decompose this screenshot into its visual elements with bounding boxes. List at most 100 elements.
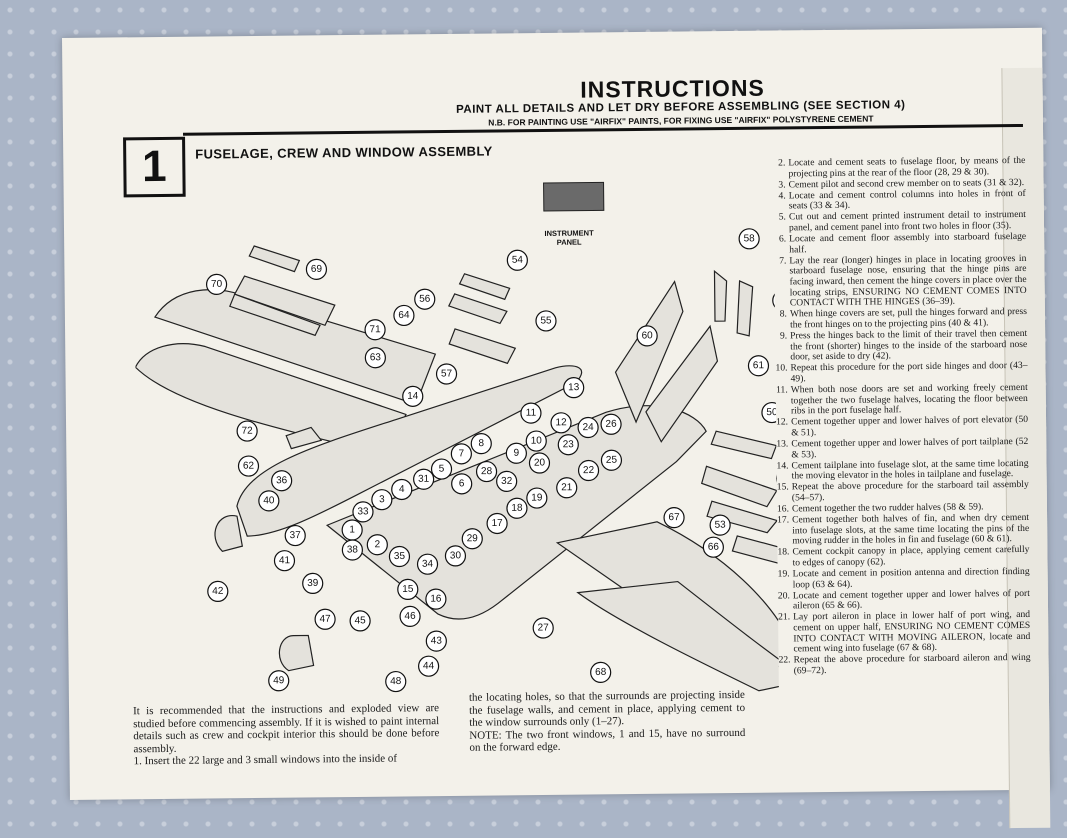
callout-number: 43 <box>431 636 443 647</box>
callout-29: 29 <box>461 528 483 550</box>
callout-circle <box>271 470 293 492</box>
callout-42: 42 <box>207 580 229 602</box>
callout-number: 50 <box>766 407 778 418</box>
step-number: 2. <box>778 157 786 169</box>
callout-2: 2 <box>366 534 388 556</box>
callout-5: 5 <box>430 458 453 480</box>
callout-number: 61 <box>753 360 765 371</box>
callout-number: 7 <box>459 448 465 459</box>
step-item: 9.Press the hinges back to the limit of … <box>765 328 1027 364</box>
callout-circle <box>600 449 623 471</box>
callout-48: 48 <box>385 670 407 693</box>
callout-60: 60 <box>636 325 658 347</box>
port-aileron-2 <box>229 293 321 337</box>
callout-14: 14 <box>402 385 424 407</box>
callout-46: 46 <box>399 605 421 627</box>
callout-35: 35 <box>388 545 411 568</box>
callout-27: 27 <box>532 617 554 639</box>
callout-22: 22 <box>577 459 600 482</box>
step-item: 11.When both nose doors are set and work… <box>766 382 1028 418</box>
callout-number: 26 <box>605 419 617 430</box>
callout-number: 18 <box>511 503 523 514</box>
callout-circle <box>302 572 324 595</box>
callout-number: 5 <box>439 464 445 475</box>
elevator-port-top <box>248 245 301 273</box>
rudder-port <box>713 269 728 322</box>
callout-number: 36 <box>276 475 288 486</box>
callout-circle <box>470 433 492 455</box>
callout-68: 68 <box>590 661 612 683</box>
callout-number: 54 <box>512 255 524 266</box>
callout-circle <box>205 273 228 295</box>
callout-number: 11 <box>526 408 537 419</box>
callout-circle <box>505 442 527 464</box>
step-text: Cement together upper and lower halves o… <box>791 435 1029 460</box>
callout-26: 26 <box>600 413 622 435</box>
callout-circle <box>776 467 779 490</box>
callout-number: 53 <box>715 520 727 531</box>
callout-number: 66 <box>708 542 720 553</box>
callout-10: 10 <box>525 430 547 452</box>
step-text: Cement together both halves of fin, and … <box>792 511 1030 547</box>
callout-circle <box>496 470 518 492</box>
callout-28: 28 <box>475 460 498 483</box>
step-text: Lay port aileron in place in lower half … <box>793 609 1031 655</box>
callout-61: 61 <box>747 355 770 377</box>
callout-circle <box>413 468 435 490</box>
callout-circle <box>371 489 393 511</box>
callout-circle <box>557 434 579 456</box>
callout-number: 44 <box>423 661 435 672</box>
callout-number: 20 <box>534 457 546 468</box>
callout-number: 29 <box>467 533 479 544</box>
callout-circle <box>391 478 413 501</box>
callout-number: 56 <box>419 294 431 305</box>
callout-number: 57 <box>441 368 453 379</box>
step-text: Locate and cement floor assembly into st… <box>789 231 1027 256</box>
callout-3: 3 <box>371 489 393 511</box>
callout-72: 72 <box>236 420 258 442</box>
tailplane-port-top-2 <box>447 293 508 325</box>
callout-13: 13 <box>563 377 585 399</box>
callout-45: 45 <box>349 610 371 632</box>
callout-number: 31 <box>418 474 430 485</box>
starboard-wing-lower <box>576 580 779 692</box>
callout-34: 34 <box>416 553 439 575</box>
callout-number: 49 <box>273 675 285 686</box>
callout-circle <box>550 412 572 434</box>
callout-49: 49 <box>268 670 290 692</box>
step-item: 15.Repeat the above procedure for the st… <box>767 479 1029 504</box>
callout-11: 11 <box>520 402 542 424</box>
callout-62: 62 <box>237 455 260 477</box>
callout-38: 38 <box>341 539 363 561</box>
callout-circle <box>525 430 547 452</box>
step-text: Repeat the above procedure for the starb… <box>791 479 1029 504</box>
callout-21: 21 <box>556 477 578 499</box>
callout-53: 53 <box>709 514 731 536</box>
callout-circle <box>430 458 453 480</box>
nose-door-port <box>278 634 315 672</box>
callout-number: 47 <box>319 614 331 625</box>
callout-circle <box>461 528 483 550</box>
step-number: 12. <box>776 416 789 428</box>
callout-circle <box>702 536 724 558</box>
callout-58: 58 <box>738 228 760 250</box>
callout-25: 25 <box>600 449 623 471</box>
callout-number: 24 <box>582 422 594 433</box>
callout-circle <box>399 605 421 627</box>
callout-circle <box>258 490 280 512</box>
callout-number: 34 <box>422 559 434 570</box>
callout-12: 12 <box>550 412 572 434</box>
intro-column-2: the locating holes, so that the surround… <box>469 689 746 754</box>
callout-37: 37 <box>284 524 306 547</box>
callout-69: 69 <box>305 258 328 280</box>
step-number: 4. <box>778 190 786 202</box>
callout-64: 64 <box>393 304 415 327</box>
callout-circle <box>535 310 557 332</box>
callout-47: 47 <box>314 608 336 630</box>
callout-number: 45 <box>355 615 367 626</box>
callout-circle <box>532 617 554 639</box>
callout-circle <box>528 452 551 474</box>
callout-circle <box>425 630 447 652</box>
callout-circle <box>352 501 374 523</box>
callout-number: 21 <box>561 482 573 493</box>
